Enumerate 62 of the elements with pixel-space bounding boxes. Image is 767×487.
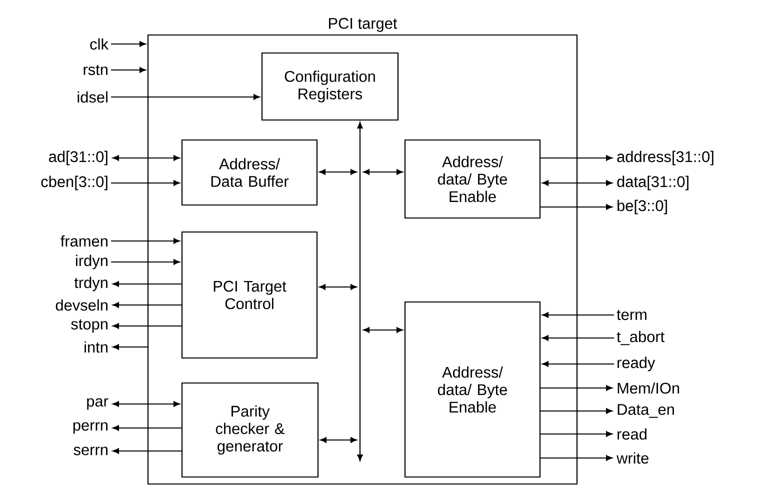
arrow <box>111 259 180 265</box>
bus-line <box>357 134 363 461</box>
arrow <box>542 335 614 341</box>
arrow <box>542 180 612 186</box>
signal-label: intn <box>84 341 108 353</box>
block-box: Address/ data/ Byte Enable <box>404 139 541 219</box>
arrow <box>112 302 182 308</box>
signal-label: par <box>87 398 108 410</box>
arrow <box>320 437 357 443</box>
arrow <box>319 169 357 175</box>
arrow <box>357 122 363 134</box>
arrow <box>111 67 146 73</box>
arrow <box>540 408 612 414</box>
arrow <box>112 323 182 329</box>
arrow <box>111 238 180 244</box>
arrow <box>112 281 182 287</box>
arrow <box>542 361 614 367</box>
arrow <box>112 401 180 407</box>
signal-label: framen <box>60 235 108 247</box>
signal-label: idsel <box>78 91 108 103</box>
signal-label: data[31::0] <box>617 176 688 190</box>
arrow <box>111 94 260 100</box>
block-box: Parity checker & generator <box>181 382 319 478</box>
arrow <box>112 344 148 350</box>
arrow <box>540 455 612 461</box>
arrow <box>540 431 612 437</box>
arrow <box>112 448 182 454</box>
signal-label: irdyn <box>76 254 108 270</box>
signal-label: term <box>616 310 646 320</box>
signal-label: perrn <box>73 422 108 434</box>
signal-label: serrn <box>74 446 108 456</box>
arrow <box>112 155 180 161</box>
arrow <box>111 41 146 47</box>
arrow <box>363 327 403 333</box>
signal-label: devseln <box>56 299 108 311</box>
block-box: Configuration Registers <box>261 52 399 121</box>
signal-label: read <box>618 428 646 440</box>
arrow <box>540 204 612 210</box>
signal-label: stopn <box>71 319 108 333</box>
arrow <box>542 312 614 318</box>
arrow <box>540 155 612 161</box>
signal-label: cben[3::0] <box>41 176 108 190</box>
signal-label: rstn <box>84 64 108 76</box>
arrow <box>540 385 612 391</box>
arrow <box>112 425 182 431</box>
block-box: PCI Target Control <box>181 231 318 359</box>
signal-label: t_abort <box>616 330 664 346</box>
signal-label: address[31::0] <box>617 150 714 166</box>
signal-label: write <box>616 452 648 464</box>
signal-label: trdyn <box>74 276 108 292</box>
signal-label: ready <box>618 356 656 372</box>
arrow <box>111 180 180 186</box>
signal-label: clk <box>90 38 108 50</box>
signal-label: Mem/IOn <box>618 382 680 394</box>
arrow <box>319 284 357 290</box>
signal-label: be[3::0] <box>618 200 667 214</box>
arrow <box>363 169 403 175</box>
signal-label: Data_en <box>618 404 674 418</box>
block-box: Address/ Data Buffer <box>181 139 318 206</box>
signal-label: ad[31::0] <box>49 150 108 166</box>
block-box: Address/ data/ Byte Enable <box>404 301 541 478</box>
node-label: PCI target <box>329 18 398 32</box>
